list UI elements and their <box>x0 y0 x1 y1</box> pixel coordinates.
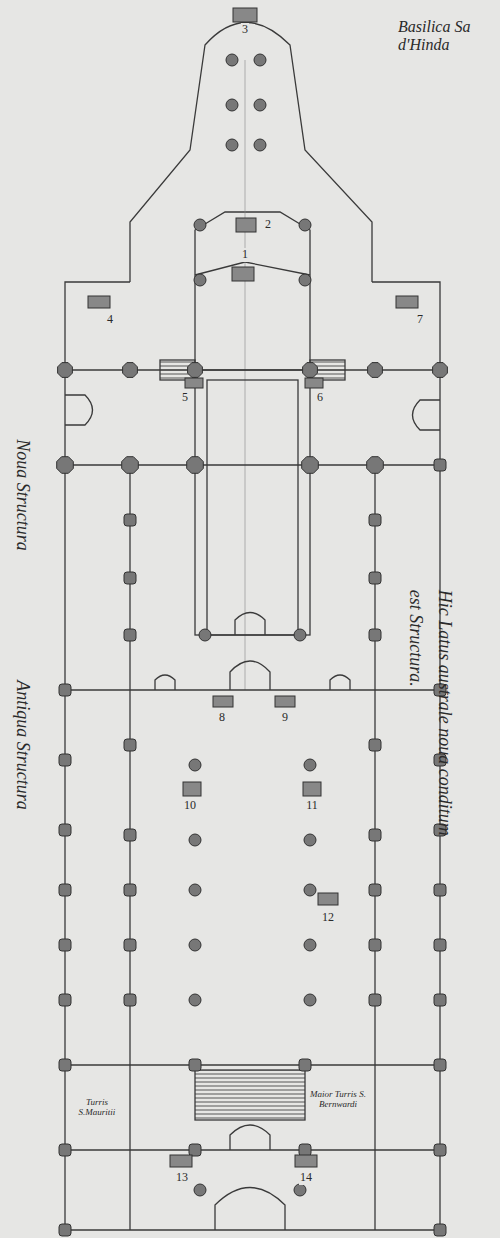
callout-number: 14 <box>299 1171 313 1184</box>
callout-number: 11 <box>305 799 319 812</box>
callout-number: 3 <box>241 23 249 36</box>
callout-number: 5 <box>181 391 189 404</box>
callout-number: 7 <box>416 313 424 326</box>
callout-number: 10 <box>183 799 197 812</box>
side-note: Hic Latus australe noua conditum est Str… <box>401 590 459 850</box>
callout-number: 1 <box>241 248 249 261</box>
callout-number: 13 <box>175 1171 189 1184</box>
tower-label: Turris S.Mauritii <box>70 1098 125 1118</box>
tower-label: Maior Turris S. Bernwardi <box>306 1090 371 1110</box>
callout-number: 6 <box>316 391 324 404</box>
callout-number: 12 <box>321 911 335 924</box>
callout-number: 4 <box>106 313 114 326</box>
callout-number: 8 <box>218 711 226 724</box>
callout-number: 2 <box>264 218 272 231</box>
side-note: Antiqua Structura <box>12 680 32 810</box>
callout-number: 9 <box>281 711 289 724</box>
title: Basilica Sa d'Hinda <box>398 18 493 53</box>
side-note: Noua Structura <box>12 439 32 551</box>
